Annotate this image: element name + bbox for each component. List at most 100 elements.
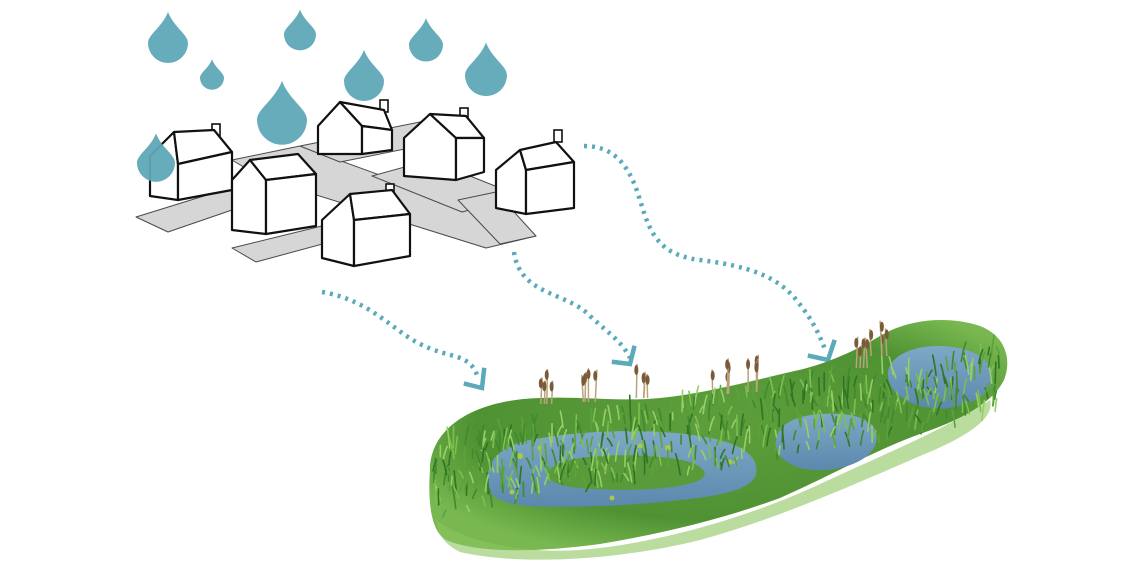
grass-blade bbox=[600, 462, 607, 473]
grass-blade bbox=[632, 464, 636, 485]
grass-blade bbox=[880, 354, 884, 375]
grass-blade bbox=[763, 380, 770, 400]
raindrop-icon bbox=[284, 9, 316, 51]
grass-blade bbox=[434, 479, 437, 503]
raindrop-icon bbox=[409, 18, 443, 62]
grass-blade bbox=[859, 383, 863, 401]
grass-blade bbox=[909, 379, 913, 388]
grass-blade bbox=[464, 424, 470, 445]
grass-blade bbox=[492, 432, 496, 449]
grass-blade bbox=[626, 461, 633, 483]
grass-blade bbox=[719, 427, 724, 447]
grass-blade bbox=[715, 458, 719, 469]
grass-blade bbox=[962, 357, 968, 370]
wetland-grasses bbox=[432, 334, 1000, 518]
grass-blade bbox=[727, 405, 733, 416]
grass-blade bbox=[655, 414, 662, 425]
grass-blade bbox=[885, 382, 892, 398]
rain bbox=[137, 9, 507, 182]
grass-blade bbox=[707, 400, 711, 421]
grass-blade bbox=[443, 464, 449, 486]
grass-blade bbox=[442, 445, 449, 460]
grass-blade bbox=[819, 409, 826, 433]
grass-blade bbox=[490, 430, 495, 441]
grass-blade bbox=[975, 392, 980, 408]
grass-blade bbox=[575, 413, 578, 434]
grass-blade bbox=[530, 439, 534, 461]
grass-blade bbox=[751, 399, 757, 408]
grass-blade bbox=[799, 379, 805, 388]
grass-blade bbox=[987, 346, 991, 356]
pond-basin-middle bbox=[775, 413, 877, 471]
grass-blade bbox=[572, 460, 580, 472]
flow-arrow-right bbox=[583, 143, 837, 363]
grass-blade bbox=[927, 369, 933, 378]
grass-blade bbox=[544, 467, 551, 481]
grass-blade bbox=[864, 407, 869, 418]
grass-blade bbox=[624, 427, 628, 445]
cattail-reed bbox=[634, 363, 639, 399]
grass-blade bbox=[568, 472, 572, 483]
grass-blade bbox=[670, 440, 673, 453]
cattail-reed bbox=[725, 358, 730, 395]
grass-blade bbox=[559, 445, 562, 468]
grass-blade bbox=[561, 429, 568, 444]
grass-blade bbox=[682, 463, 686, 474]
grass-blade bbox=[865, 374, 868, 394]
grass-blade bbox=[454, 436, 459, 455]
grass-blade bbox=[530, 480, 535, 494]
grass-blade bbox=[553, 427, 559, 447]
grass-blade bbox=[573, 468, 577, 481]
grass-blade bbox=[432, 459, 438, 472]
grass-blade bbox=[860, 413, 865, 428]
grass-blade bbox=[949, 382, 955, 407]
grass-blade bbox=[488, 488, 493, 508]
grass-blade bbox=[648, 456, 655, 469]
grass-blade bbox=[582, 476, 588, 491]
grass-blade bbox=[933, 376, 938, 389]
grass-blade bbox=[628, 394, 632, 418]
grass-blade bbox=[694, 423, 701, 442]
cattail-reed bbox=[884, 328, 889, 357]
grass-blade bbox=[866, 392, 870, 404]
grass-blade bbox=[513, 431, 520, 446]
grass-blade bbox=[531, 414, 537, 436]
grass-blade bbox=[681, 389, 684, 413]
grass-blade bbox=[607, 404, 612, 424]
grass-blade bbox=[894, 400, 897, 410]
grass-blade bbox=[588, 467, 593, 484]
grass-blade bbox=[512, 460, 519, 478]
house bbox=[316, 99, 394, 156]
grass-blade bbox=[812, 398, 818, 407]
grass-blade bbox=[559, 439, 566, 450]
grass-blade bbox=[687, 416, 692, 437]
grass-blade bbox=[701, 435, 708, 445]
grass-blade bbox=[871, 374, 877, 386]
grass-blade bbox=[624, 449, 627, 468]
cattail-reed bbox=[544, 368, 549, 405]
grass-blade bbox=[657, 407, 663, 423]
grass-blade bbox=[773, 442, 777, 454]
grass-blade bbox=[614, 440, 620, 462]
grass-blade bbox=[643, 410, 648, 424]
cattail-reed bbox=[854, 336, 859, 369]
grass-blade bbox=[602, 408, 607, 427]
grass-blade bbox=[688, 390, 692, 407]
grass-blade bbox=[746, 395, 753, 407]
grass-blade bbox=[451, 485, 457, 510]
grass-blade bbox=[551, 449, 558, 468]
grass-blade bbox=[544, 443, 548, 464]
grass-blade bbox=[568, 451, 574, 460]
grass-blade bbox=[681, 399, 685, 409]
grass-blade bbox=[768, 376, 775, 394]
flow-arrow-middle bbox=[511, 251, 637, 367]
grass-blade bbox=[478, 462, 484, 474]
grass-blade bbox=[502, 427, 508, 451]
grass-blade bbox=[915, 372, 922, 394]
grass-blade bbox=[622, 472, 630, 482]
grass-blade bbox=[951, 350, 955, 370]
grass-blade bbox=[762, 424, 768, 448]
grass-blade bbox=[654, 459, 658, 470]
grass-blade bbox=[643, 440, 649, 464]
grass-blade bbox=[620, 469, 627, 483]
